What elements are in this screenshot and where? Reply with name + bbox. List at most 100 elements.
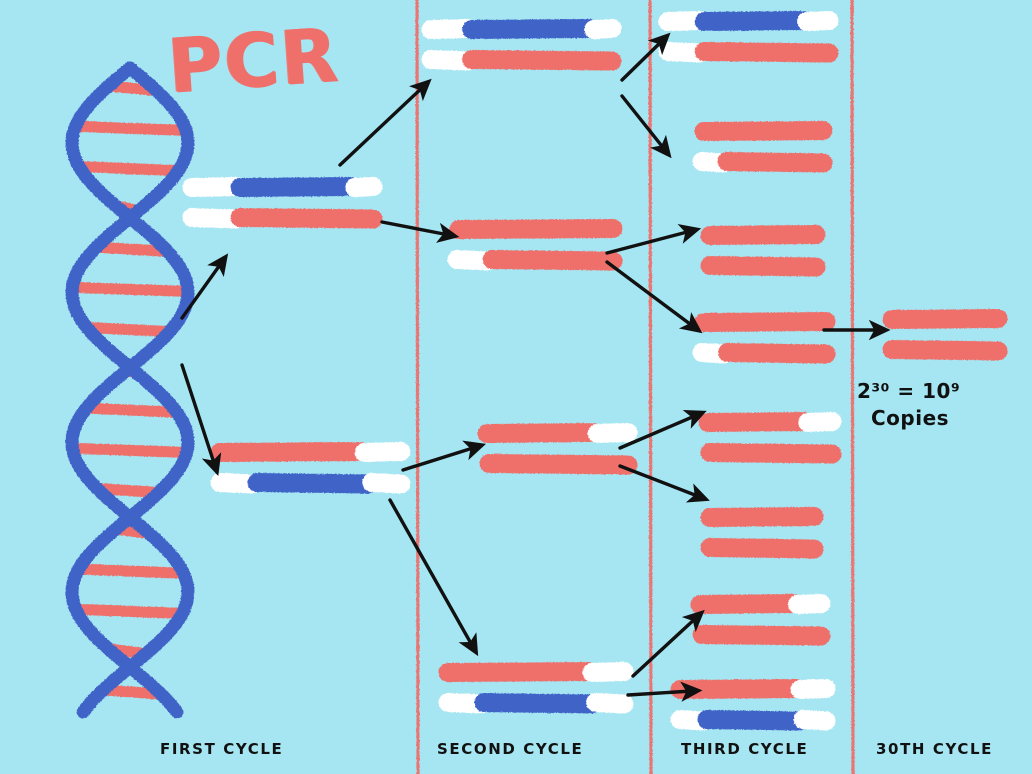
strand-segment	[882, 309, 1008, 329]
strand-segment	[694, 312, 836, 332]
strand-segment	[182, 208, 246, 229]
cycle-label-2: SECOND CYCLE	[437, 740, 584, 758]
dna-duplex[interactable]	[477, 423, 638, 475]
strand-segment	[700, 256, 826, 277]
helix-rung	[81, 402, 179, 418]
flow-arrow	[380, 220, 460, 243]
dna-duplex[interactable]	[690, 594, 831, 646]
strand-segment	[586, 693, 634, 714]
strand-segment	[477, 423, 603, 443]
helix-rung	[74, 563, 186, 579]
strand-segment	[462, 50, 622, 71]
dna-duplex[interactable]	[882, 309, 1008, 361]
copies-formula: 2³⁰ = 10⁹	[857, 379, 961, 403]
dna-duplex[interactable]	[692, 312, 836, 364]
strand-segment	[700, 538, 824, 559]
strand-segment	[354, 442, 411, 462]
cycle-label-4: 30TH CYCLE	[876, 740, 994, 758]
strand-segment	[697, 710, 809, 731]
copies-annotation: 2³⁰ = 10⁹ Copies	[857, 378, 960, 432]
strand-segment	[210, 442, 370, 462]
flow-arrow	[605, 223, 702, 255]
flow-arrow	[620, 32, 671, 82]
helix-rung	[95, 483, 165, 499]
helix-rung	[91, 241, 169, 257]
strand-segment	[362, 473, 411, 494]
strand-segment	[882, 340, 1008, 361]
strand-segment	[793, 710, 836, 731]
dna-double-helix	[65, 61, 195, 719]
flow-arrow	[388, 498, 479, 657]
helix-rung	[73, 603, 187, 619]
cycle-label-1: FIRST CYCLE	[160, 740, 284, 758]
helix-rung	[69, 442, 191, 458]
strand-segment	[694, 121, 833, 141]
helix-strand-2	[65, 61, 195, 719]
strand-segment	[717, 152, 833, 173]
strand-segment	[790, 679, 836, 699]
dna-duplex[interactable]	[438, 662, 634, 714]
strand-segment	[474, 693, 602, 714]
flow-arrow	[618, 464, 710, 503]
flow-arrow	[631, 609, 705, 678]
flow-arrow	[180, 253, 229, 320]
cycle-label-3: THIRD CYCLE	[681, 740, 809, 758]
helix-rung	[71, 120, 189, 136]
helix-strand-1	[65, 61, 195, 719]
strand-segment	[210, 473, 263, 494]
strand-segment	[700, 507, 824, 527]
strand-segment	[700, 225, 826, 245]
column-divider-1	[415, 0, 420, 774]
strand-segment	[700, 443, 842, 464]
dna-duplex[interactable]	[210, 442, 411, 494]
strand-segment	[670, 679, 806, 699]
strand-segment	[694, 11, 813, 31]
strand-segment	[692, 625, 831, 646]
helix-rung	[85, 322, 175, 338]
copies-word: Copies	[871, 406, 950, 430]
dna-duplex[interactable]	[692, 121, 833, 173]
flow-arrow	[605, 260, 703, 334]
strand-segment	[587, 423, 638, 443]
strand-segment	[438, 662, 598, 682]
strand-segment	[797, 11, 839, 31]
strand-segment	[449, 219, 623, 239]
strand-segment	[182, 177, 246, 197]
dna-duplex[interactable]	[698, 412, 842, 464]
strand-segment	[718, 343, 836, 364]
dna-duplex[interactable]	[670, 679, 836, 731]
column-dividers	[415, 0, 855, 774]
dna-duplex[interactable]	[447, 219, 623, 271]
strand-segment	[479, 454, 638, 475]
dna-duplex[interactable]	[421, 19, 622, 71]
flow-arrow	[180, 363, 222, 477]
strand-segment	[584, 19, 622, 39]
strand-segment	[798, 412, 842, 432]
strand-segment	[421, 19, 478, 39]
strand-segment	[230, 177, 361, 197]
dna-duplex[interactable]	[182, 177, 383, 229]
page-title: PCR	[165, 12, 343, 110]
helix-rung	[68, 281, 192, 297]
strand-segment	[698, 412, 814, 432]
strand-segment	[247, 473, 378, 494]
flow-arrow	[620, 94, 672, 159]
dna-duplex[interactable]	[700, 225, 826, 277]
flow-arrow	[338, 78, 432, 167]
strand-segment	[482, 250, 623, 271]
dna-duplex[interactable]	[700, 507, 824, 559]
dna-duplex[interactable]	[658, 11, 839, 63]
strand-segment	[230, 208, 383, 229]
flow-arrow	[401, 440, 487, 472]
strand-segment	[690, 594, 803, 614]
column-divider-3	[850, 0, 855, 774]
strand-segment	[582, 662, 634, 682]
arrow-group	[180, 32, 891, 702]
strand-segment	[694, 42, 839, 63]
flow-arrow	[618, 410, 707, 450]
helix-rung	[76, 161, 184, 177]
strand-segment	[462, 19, 600, 39]
strand-segment	[345, 177, 383, 197]
